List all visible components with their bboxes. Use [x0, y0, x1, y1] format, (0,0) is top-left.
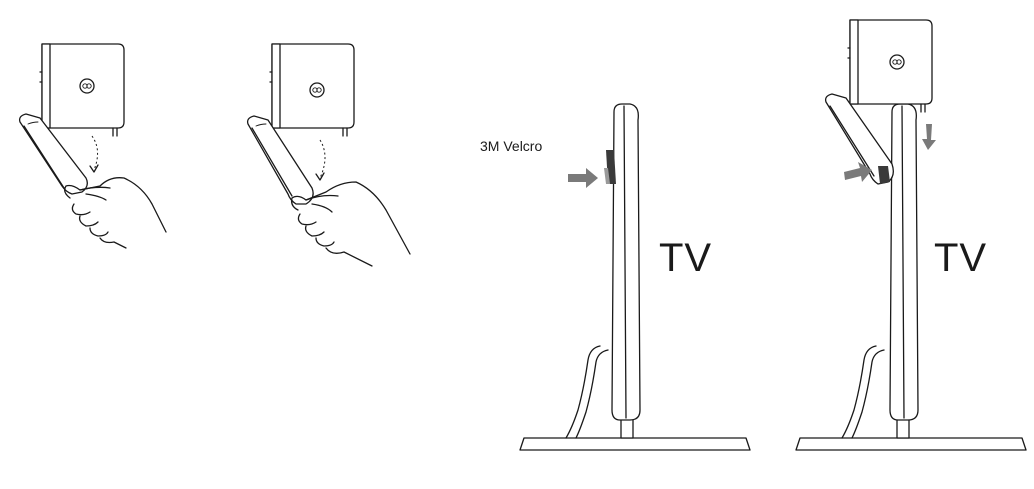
camera-logo-icon	[889, 54, 905, 70]
tv-side-profile	[889, 103, 919, 421]
curved-dashed-arrow-icon	[89, 135, 99, 173]
camera-logo-icon	[79, 78, 95, 94]
hand-icon	[290, 181, 411, 267]
down-arrow-icon	[922, 124, 936, 150]
hand-icon	[64, 177, 167, 249]
camera-logo-icon	[309, 82, 325, 98]
tv-label-right: TV	[934, 236, 988, 280]
step-1-fold-arm	[18, 43, 167, 249]
step-3-attach-velcro	[519, 103, 751, 451]
tv-stand	[519, 345, 751, 451]
camera-body	[269, 43, 355, 137]
velcro-callout-label: 3M Velcro	[480, 138, 543, 154]
velcro-strip	[604, 150, 616, 184]
camera-body	[847, 19, 933, 113]
step-2-press-arm	[246, 43, 411, 267]
curved-dashed-arrow-icon	[315, 139, 326, 181]
tv-stand	[795, 345, 1027, 451]
mount-arm	[18, 113, 88, 195]
mount-arm	[824, 93, 894, 185]
push-arrow-icon	[568, 168, 598, 188]
mount-arm	[246, 115, 314, 205]
tv-side-profile	[611, 103, 641, 421]
push-arrow-icon	[844, 162, 872, 182]
tv-label-left: TV	[659, 236, 713, 280]
step-4-mount-on-tv	[795, 19, 1027, 451]
